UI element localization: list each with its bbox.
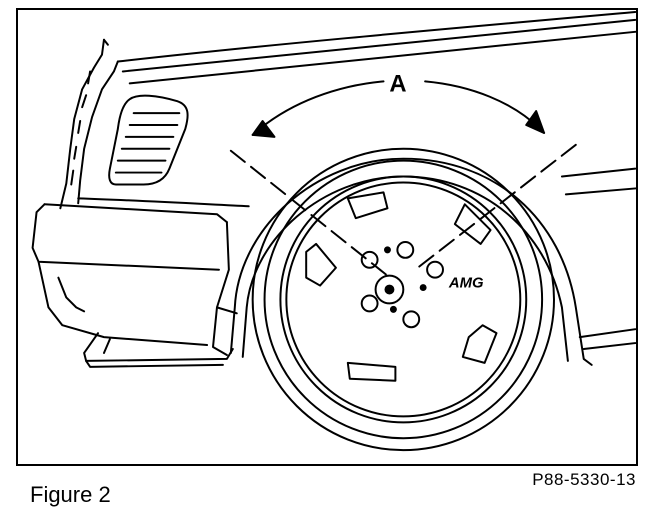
amg-badge-text: AMG (448, 276, 484, 292)
angle-label: A (389, 70, 406, 97)
front-nose (59, 38, 119, 210)
dimension-arrow-icon (251, 80, 546, 138)
part-number: P88-5330-13 (532, 470, 636, 489)
figure-frame: AMG A (16, 8, 638, 466)
front-bumper-icon (31, 203, 238, 356)
headlight-icon (108, 94, 189, 186)
fender-lines (77, 167, 636, 351)
front-spoiler-icon (83, 332, 234, 368)
wheel-arch-diagram: AMG A (31, 10, 636, 452)
figure-caption: Figure 2 (30, 482, 111, 507)
amg-badge: AMG (448, 276, 484, 292)
alloy-wheel-icon (279, 175, 528, 424)
tire-icon (251, 147, 555, 452)
hood-lines (116, 10, 636, 85)
angle-reference-lines (229, 143, 577, 277)
